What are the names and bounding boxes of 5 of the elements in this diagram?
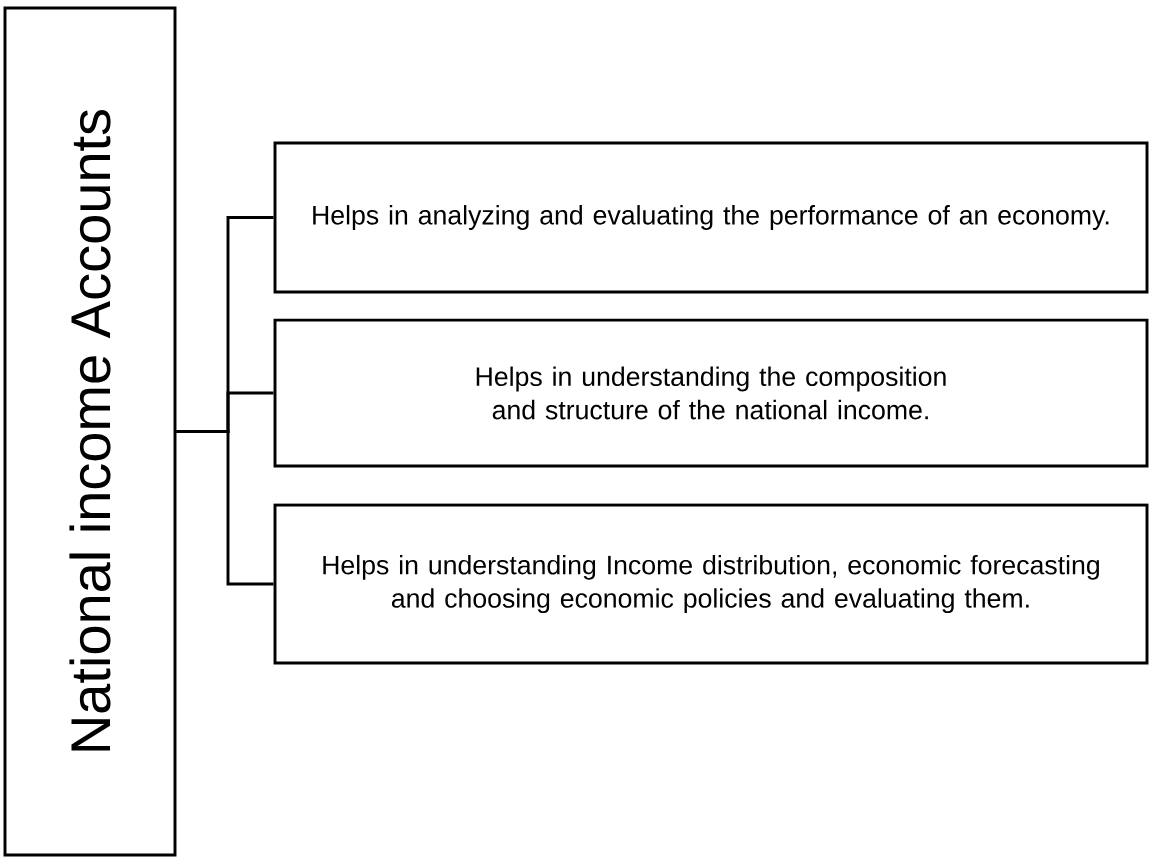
text-box: Helps in understanding the composition and structure of the national income. (273, 318, 1149, 468)
text-box: Helps in analyzing and evaluating the performance of an economy. (273, 141, 1149, 294)
connector-line (176, 430, 274, 586)
title-box: National income Accounts (3, 6, 177, 857)
text-box: Helps in understanding Income distribution, economic forecasting and choosing economic policies and evaluating them. (273, 503, 1149, 665)
